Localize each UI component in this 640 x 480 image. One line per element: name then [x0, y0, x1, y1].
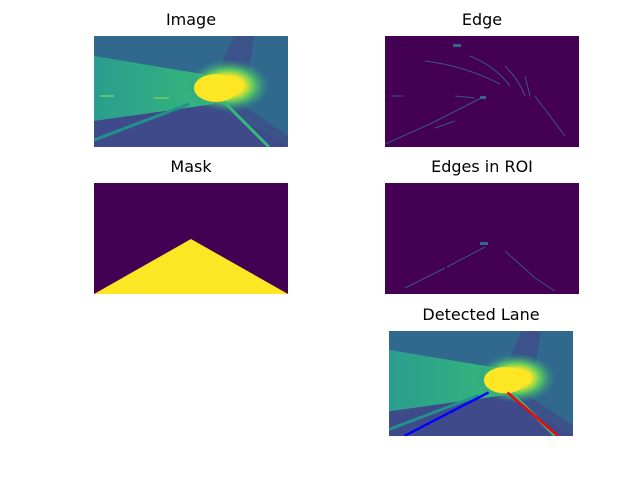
edge-image: [385, 36, 579, 147]
detected-lane-image: [389, 331, 573, 436]
panel-title-mask: Mask: [170, 157, 212, 176]
mask-image: [94, 183, 288, 294]
panel-edges-roi: Edges in ROI: [385, 157, 579, 294]
tunnel-image: [94, 36, 288, 147]
panel-mask: Mask: [94, 157, 288, 294]
edges-roi-image: [385, 183, 579, 294]
panel-image: Image: [94, 10, 288, 147]
panel-title-image: Image: [165, 10, 217, 29]
panel-title-edges-roi: Edges in ROI: [431, 157, 533, 176]
panel-edge: Edge: [385, 10, 579, 147]
left-lane-line: [403, 391, 490, 436]
right-lane-line: [506, 391, 559, 436]
panel-title-edge: Edge: [461, 10, 503, 29]
panel-detected-lane: Detected Lane: [389, 305, 573, 436]
panel-title-detected-lane: Detected Lane: [422, 305, 540, 324]
